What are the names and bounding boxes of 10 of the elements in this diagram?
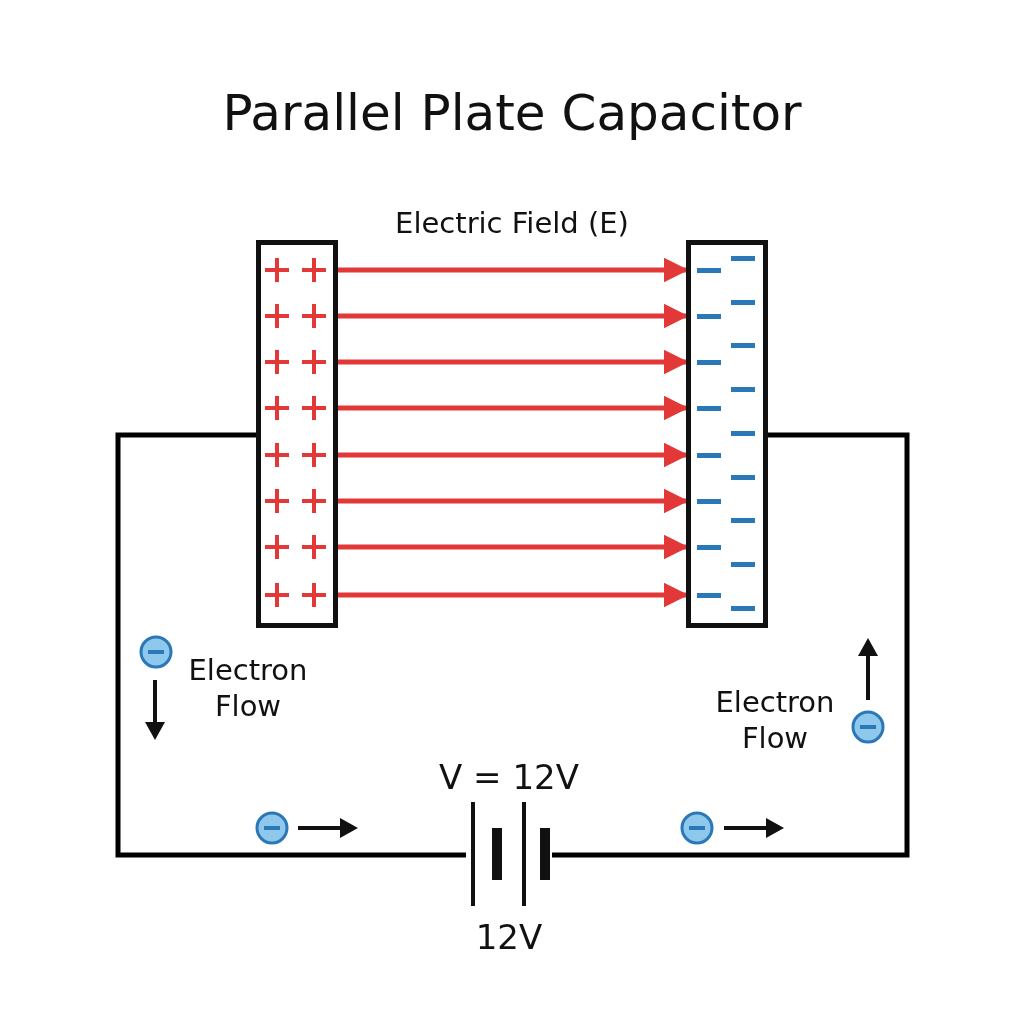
- wire: [115, 432, 466, 858]
- wire: [552, 432, 910, 858]
- voltage-label: V = 12V: [438, 756, 580, 799]
- field-label: Electric Field (E): [394, 205, 630, 242]
- flow-label: Electron Flow: [187, 652, 309, 725]
- title: Parallel Plate Capacitor: [221, 83, 803, 144]
- flow-label: Electron Flow: [714, 684, 836, 757]
- capacitor-plate: [256, 240, 338, 628]
- capacitor-plate: [686, 240, 768, 628]
- voltage-label: 12V: [474, 916, 544, 959]
